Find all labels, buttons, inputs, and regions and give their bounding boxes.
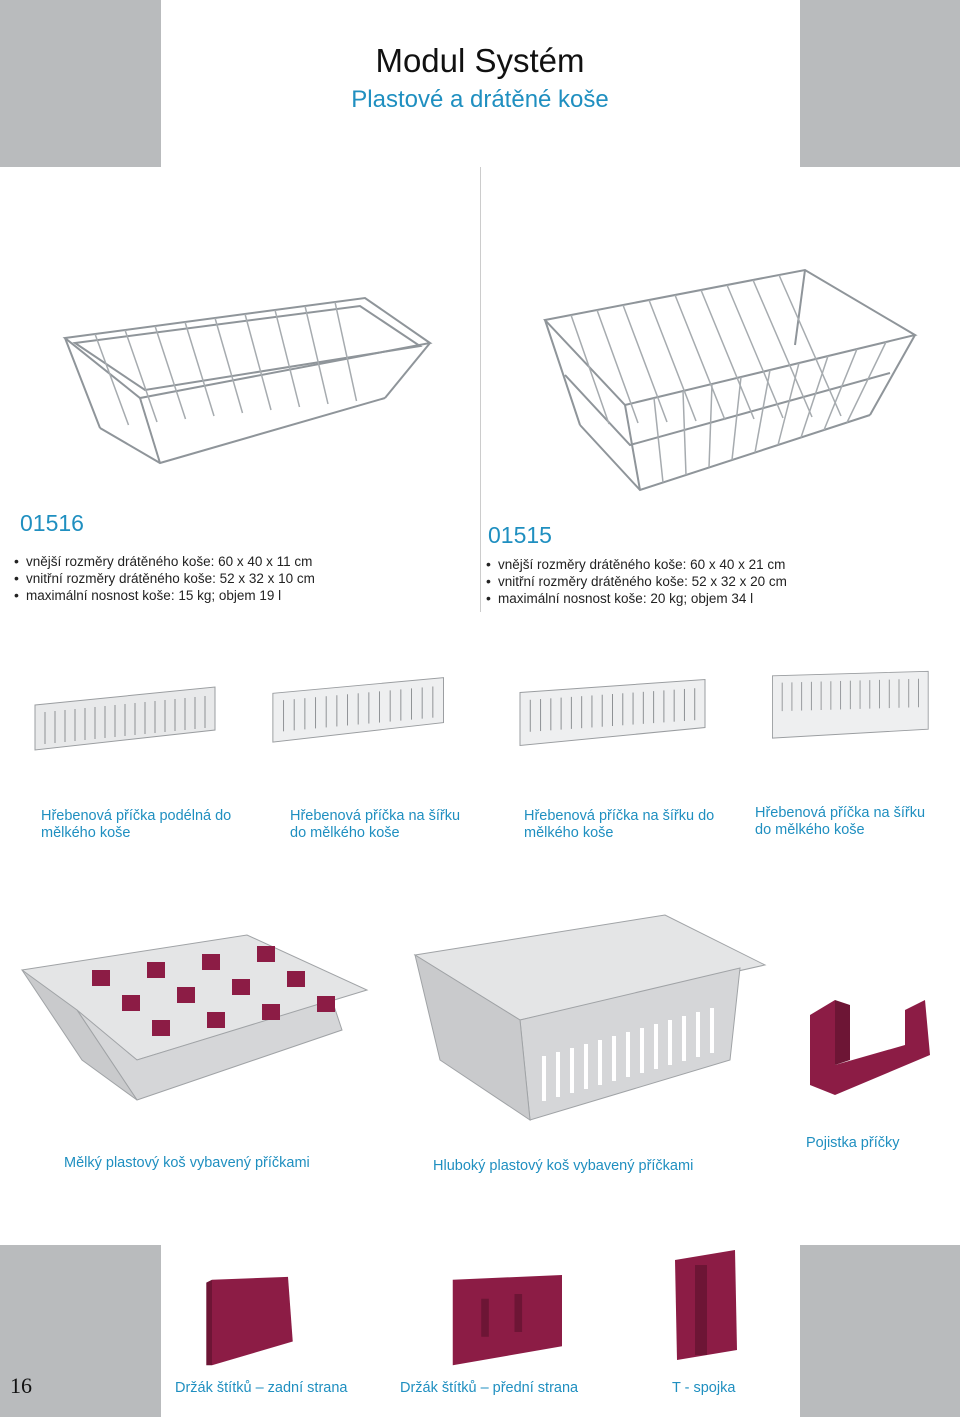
page-title: Modul Systém [375, 42, 585, 79]
page-number: 16 [10, 1373, 32, 1398]
spec-item: vnitřní rozměry drátěného koše: 52 x 32 … [14, 570, 315, 587]
spec-item: vnější rozměry drátěného koše: 60 x 40 x… [486, 556, 787, 573]
top-left-band [0, 0, 161, 167]
product-code-01516: 01516 [20, 510, 84, 536]
column-divider [480, 167, 481, 612]
spec-item: maximální nosnost koše: 20 kg; objem 34 … [486, 590, 787, 607]
spec-item: vnější rozměry drátěného koše: 60 x 40 x… [14, 553, 315, 570]
spec-item: vnitřní rozměry drátěného koše: 52 x 32 … [486, 573, 787, 590]
comb-divider-image [519, 678, 706, 747]
divider-caption: Hřebenová příčka podélná do mělkého koše [41, 808, 232, 841]
comb-divider-image [772, 670, 929, 739]
bottom-left-band [0, 1245, 161, 1417]
shallow-basket-caption: Mělký plastový koš vybavený příčkami [64, 1155, 310, 1171]
comb-divider-image [272, 677, 444, 743]
label-holder-front-caption: Držák štítků – přední strana [400, 1380, 579, 1396]
t-joint-caption: T - spojka [672, 1380, 736, 1396]
label-holder-back-image [206, 1276, 293, 1366]
divider-caption: Hřebenová příčka na šířku do mělkého koš… [524, 808, 715, 841]
shallow-plastic-basket-image [20, 934, 369, 1101]
page-subtitle: Plastové a drátěné koše [351, 86, 609, 113]
product-specs-01515: vnější rozměry drátěného koše: 60 x 40 x… [486, 556, 787, 607]
deep-basket-caption: Hluboký plastový koš vybavený příčkami [433, 1158, 694, 1174]
label-holder-front-image [452, 1275, 562, 1366]
product-specs-01516: vnější rozměry drátěného koše: 60 x 40 x… [14, 553, 315, 604]
lock-caption: Pojistka příčky [806, 1135, 900, 1151]
t-joint-image [675, 1250, 737, 1360]
spec-item: maximální nosnost koše: 15 kg; objem 19 … [14, 587, 315, 604]
label-holder-back-caption: Držák štítků – zadní strana [175, 1380, 348, 1396]
deep-plastic-basket-image [413, 914, 767, 1122]
bottom-right-band [800, 1245, 960, 1417]
divider-lock-image [810, 1000, 930, 1095]
top-right-band [800, 0, 960, 167]
product-code-01515: 01515 [488, 522, 552, 548]
divider-caption: Hřebenová příčka na šířku do mělkého koš… [755, 805, 926, 838]
comb-divider-image [34, 686, 216, 751]
divider-caption: Hřebenová příčka na šířku do mělkého koš… [290, 808, 461, 841]
wire-basket-deep-image [543, 268, 918, 492]
wire-basket-shallow-image [62, 296, 433, 465]
